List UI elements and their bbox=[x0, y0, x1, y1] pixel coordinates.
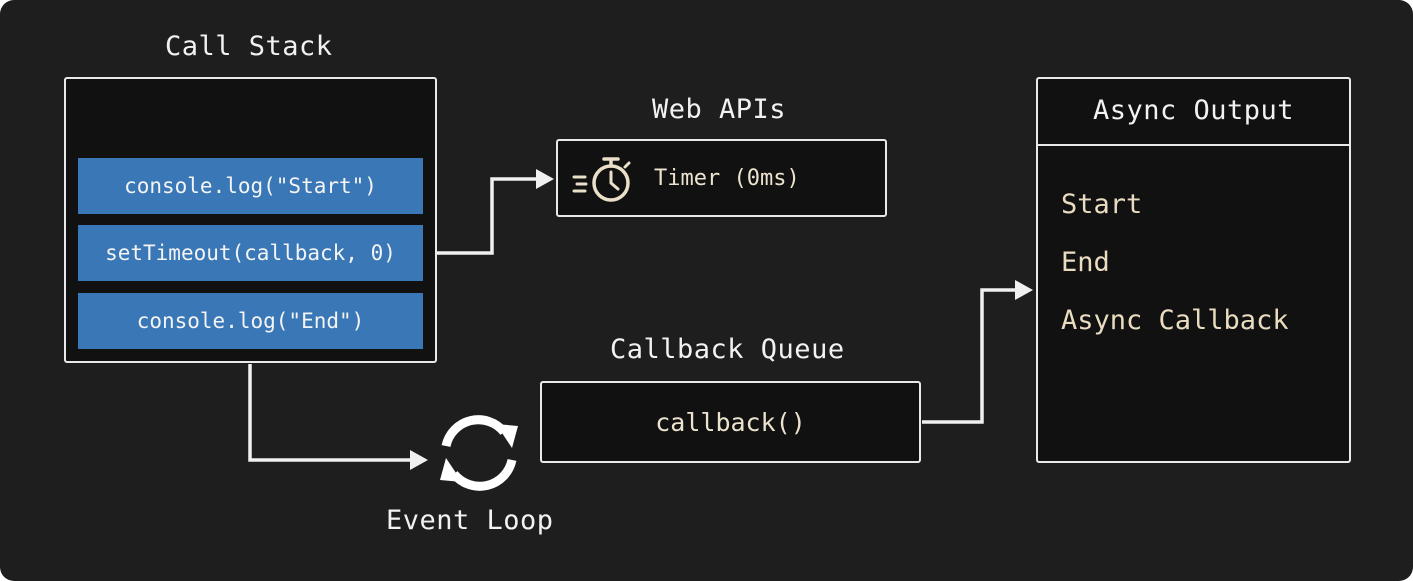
arrow-stack-to-eventloop bbox=[248, 364, 412, 462]
web-apis-title: Web APIs bbox=[652, 94, 787, 125]
callback-queue-box: callback() bbox=[540, 381, 921, 463]
arrow-stack-to-webapis bbox=[437, 177, 540, 255]
timer-label: Timer (0ms) bbox=[654, 166, 800, 191]
stack-item-console-log-start: console.log("Start") bbox=[78, 158, 423, 214]
arrowhead-eventloop bbox=[410, 450, 428, 470]
call-stack-title: Call Stack bbox=[165, 31, 333, 62]
async-output-header: Async Output bbox=[1038, 79, 1349, 146]
arrowhead-output bbox=[1015, 280, 1033, 300]
output-line-async-callback: Async Callback bbox=[1061, 305, 1289, 336]
arrowhead-webapis bbox=[536, 169, 554, 189]
arrow-queue-to-output bbox=[922, 288, 1017, 424]
stack-item-settimeout: setTimeout(callback, 0) bbox=[78, 225, 423, 281]
output-line-start: Start bbox=[1061, 189, 1143, 220]
output-line-end: End bbox=[1061, 247, 1110, 278]
call-stack-box: console.log("Start") setTimeout(callback… bbox=[64, 77, 437, 363]
callback-queue-title: Callback Queue bbox=[610, 334, 845, 365]
event-loop-label: Event Loop bbox=[386, 505, 554, 536]
stopwatch-icon bbox=[572, 157, 631, 202]
cycle-arrows-icon bbox=[440, 415, 518, 491]
queue-item-callback: callback() bbox=[655, 408, 806, 437]
web-apis-box: Timer (0ms) bbox=[556, 139, 887, 217]
async-output-box: Async Output Start End Async Callback bbox=[1036, 77, 1351, 463]
stack-item-console-log-end: console.log("End") bbox=[78, 293, 423, 349]
async-output-title: Async Output bbox=[1092, 95, 1295, 126]
